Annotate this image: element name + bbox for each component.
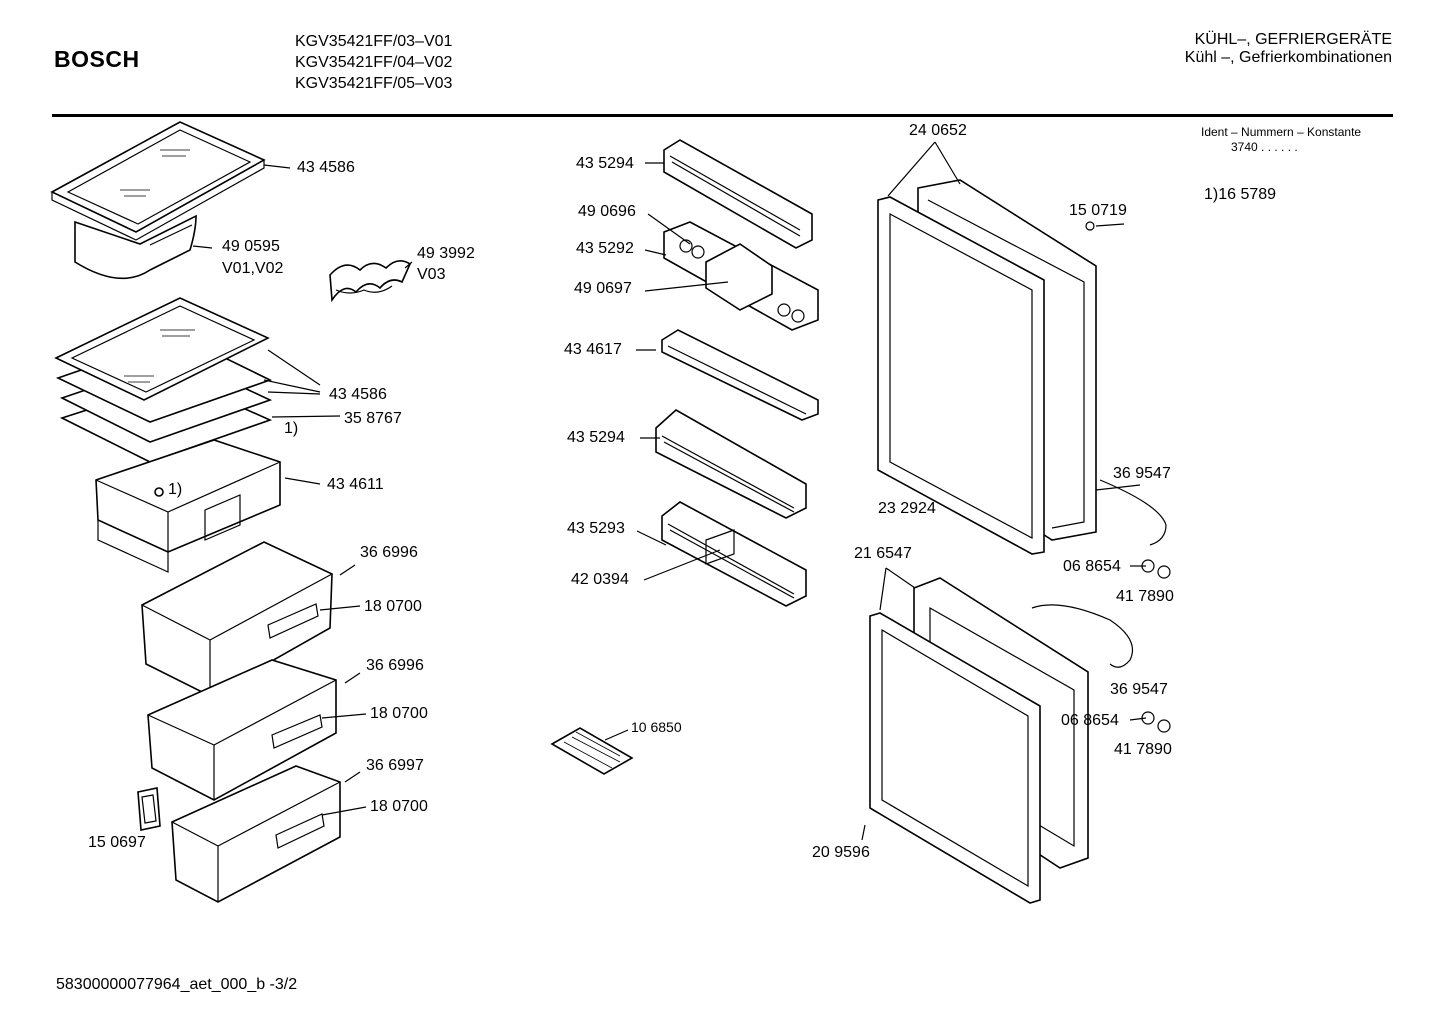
ice-cube-tray — [552, 728, 632, 774]
crisper-drawer-3 — [172, 766, 340, 902]
bottle-rack — [330, 261, 410, 300]
part-label: 43 4586 — [297, 159, 355, 176]
ident-note: 1)16 5789 — [1204, 186, 1277, 203]
document-footer: 58300000077964_aet_000_b -3/2 — [56, 976, 298, 993]
part-label: 43 4611 — [327, 476, 384, 493]
door-rack-d — [662, 502, 806, 606]
model-list: KGV35421FF/03–V01 KGV35421FF/04–V02 KGV3… — [295, 31, 452, 94]
category-subtitle: Kühl –, Gefrierkombinationen — [1184, 49, 1392, 66]
part-label: 06 8654 — [1061, 712, 1119, 729]
part-label: 49 3992 — [417, 245, 475, 262]
category-title: KÜHL–, GEFRIERGERÄTE — [1194, 31, 1392, 48]
glass-shelf-top — [52, 122, 264, 240]
part-label: 15 0719 — [1069, 202, 1127, 219]
freezer-door-gasket — [870, 613, 1040, 903]
part-label: 41 7890 — [1116, 588, 1174, 605]
part-label: 49 0696 — [578, 203, 636, 220]
footnote-ref: 1) — [168, 481, 183, 498]
part-label: 36 9547 — [1110, 681, 1168, 698]
part-label: 35 8767 — [344, 410, 402, 427]
part-label: 23 2924 — [878, 500, 936, 517]
part-label: 10 6850 — [631, 719, 682, 735]
crisper-drawer-2 — [148, 660, 336, 800]
part-label: 06 8654 — [1063, 558, 1121, 575]
category: KÜHL–, GEFRIERGERÄTE Kühl –, Gefrierkomb… — [1185, 31, 1392, 67]
header-rule — [52, 114, 1393, 117]
ident-title: Ident – Nummern – Konstante — [1201, 125, 1362, 139]
part-label: 36 6996 — [360, 544, 418, 561]
part-label: 43 5294 — [567, 429, 625, 446]
footnote-ref: 1) — [284, 420, 299, 437]
ident-value: 3740 . . . . . . — [1231, 140, 1298, 154]
variant-label: V01,V02 — [222, 260, 284, 277]
crisper-cover-v01 — [75, 216, 196, 278]
leader-lines — [193, 142, 1146, 840]
door-rack-c — [656, 410, 806, 518]
part-label: 36 6996 — [366, 657, 424, 674]
part-label: 36 6997 — [366, 757, 424, 774]
fridge-door-gasket — [878, 197, 1044, 554]
part-label: 36 9547 — [1113, 465, 1171, 482]
part-label: 18 0700 — [370, 705, 428, 722]
part-label: 24 0652 — [909, 122, 967, 139]
freezer-tray — [96, 440, 280, 572]
door-handle-upper — [1100, 480, 1166, 545]
part-label: 21 6547 — [854, 545, 912, 562]
egg-tray — [664, 222, 818, 330]
part-label: 43 5293 — [567, 520, 625, 537]
part-label: 20 9596 — [812, 844, 870, 861]
brand-logo: BOSCH — [54, 46, 140, 72]
part-label: 43 5292 — [576, 240, 634, 257]
door-handle-lower — [1032, 605, 1133, 667]
part-label: 18 0700 — [364, 598, 422, 615]
part-label: 41 7890 — [1114, 741, 1172, 758]
model-number: KGV35421FF/04–V02 — [295, 54, 453, 71]
part-label: 43 4617 — [564, 341, 622, 358]
part-label: 15 0697 — [88, 834, 146, 851]
part-label: 43 4586 — [329, 386, 387, 403]
part-label: 49 0595 — [222, 238, 280, 255]
variant-label: V03 — [417, 266, 446, 283]
part-label: 18 0700 — [370, 798, 428, 815]
part-label: 49 0697 — [574, 280, 632, 297]
part-label: 43 5294 — [576, 155, 634, 172]
model-number: KGV35421FF/05–V03 — [295, 75, 453, 92]
crisper-drawer-1 — [142, 542, 332, 696]
part-label: 42 0394 — [571, 571, 629, 588]
model-number: KGV35421FF/03–V01 — [295, 33, 453, 50]
small-seal-clip — [138, 788, 160, 830]
door-rack-a — [664, 140, 812, 248]
door-rack-b — [662, 330, 818, 420]
glass-shelf-stack — [56, 298, 270, 462]
